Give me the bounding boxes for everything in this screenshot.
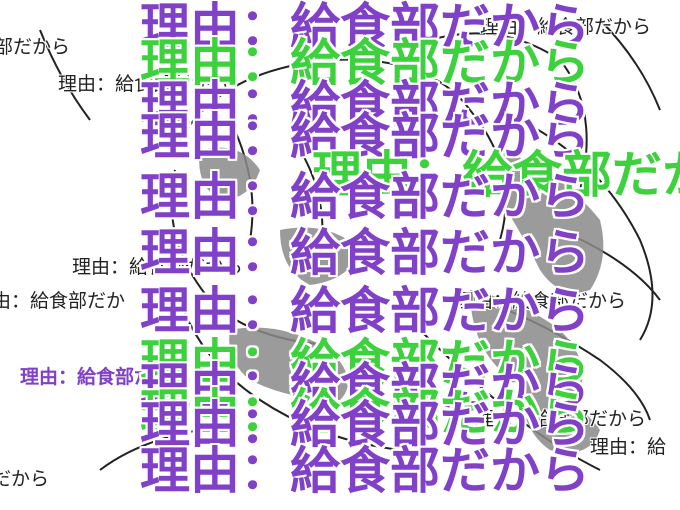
comment-small: 理由：給食部だから [72,256,244,278]
comment-small: だから [0,468,50,490]
comment-small: 由：給食部だか [0,290,126,312]
comment-small: 理由：給食部だから [58,73,230,95]
comment-large: 理由：給食部だから [140,224,590,282]
comment-large: 理由：給食部だから [140,442,590,500]
comment-large: 理由：給食部だから [140,76,590,134]
comment-large: 理由：給食部だから [140,108,590,166]
comment-large: 理由：給食部だから [140,34,590,92]
comment-small: 理由：給食部だから [455,290,627,312]
comment-small: 理由：給食部だから [480,16,652,38]
comment-large: 理由：給食部だから [140,282,590,340]
comment-small: 理由：給 [590,436,667,458]
comment-large: 理由：給食部だから [140,334,590,392]
comment-small: 理由：給食部だか [20,366,173,388]
comment-large: 理由：給食部だから [312,146,680,204]
comment-small: 部だから [0,36,71,58]
comment-large: 理由：給食部だから [140,168,590,226]
comment-large: 理由：給食部だから [140,396,590,454]
comment-small: 理由：給食部だから [475,408,647,430]
comment-large: 理由：給食部だから [140,0,590,56]
sketch-shading [199,147,604,453]
comment-large: 理由：給食部だから [140,384,590,442]
comment-large: 理由：給食部だから [140,358,590,416]
